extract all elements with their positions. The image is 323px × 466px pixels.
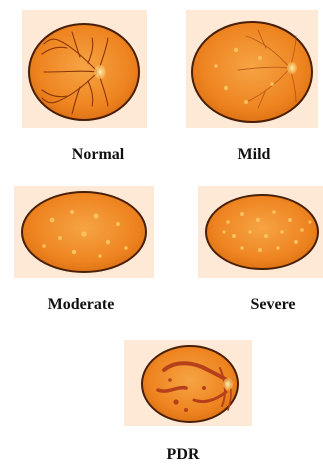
fundus-moderate-illustration [14, 186, 154, 278]
label-severe: Severe [240, 296, 306, 314]
optic-disc [94, 65, 106, 79]
optic-disc [223, 378, 233, 390]
fundus-normal-illustration [22, 10, 147, 128]
fundus-mild-illustration [186, 10, 318, 128]
label-normal: Normal [62, 146, 134, 164]
fundus-severe-illustration [198, 186, 323, 278]
label-pdr: PDR [160, 446, 206, 464]
fundus-image-moderate [14, 186, 154, 278]
fundus-pdr-illustration [124, 340, 252, 426]
fundus-image-pdr [124, 340, 252, 426]
optic-disc [287, 62, 297, 74]
label-mild: Mild [226, 146, 282, 164]
fundus-image-normal [22, 10, 147, 128]
fundus-image-mild [186, 10, 318, 128]
label-moderate: Moderate [38, 296, 124, 314]
fundus-image-severe [198, 186, 323, 278]
